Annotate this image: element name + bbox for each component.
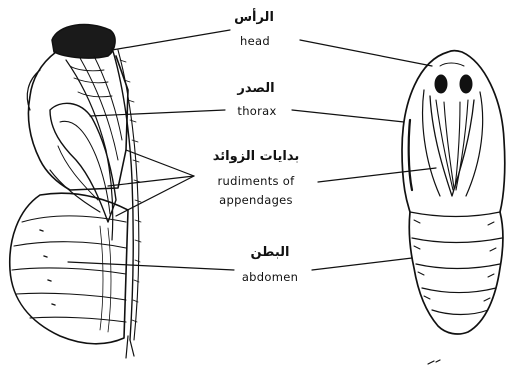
pupa-front-view xyxy=(402,51,505,335)
leader-abdomen-left xyxy=(68,262,234,270)
label-rudiments-arabic: بدايات الزوائد xyxy=(196,150,316,163)
side-thorax xyxy=(28,52,128,190)
label-thorax-arabic: الصدر xyxy=(226,82,286,95)
leader-rudiments-right xyxy=(318,168,436,182)
label-head-arabic: الرأس xyxy=(224,11,284,24)
front-eye-left xyxy=(435,75,447,93)
label-thorax-english: thorax xyxy=(224,106,290,118)
leader-head-right xyxy=(300,40,432,66)
leader-head-left xyxy=(112,30,230,50)
label-head-english: head xyxy=(230,36,280,48)
side-wing-pad xyxy=(50,103,116,222)
front-eye-right xyxy=(460,75,472,93)
pupa-side-view xyxy=(10,25,141,358)
leader-thorax-right xyxy=(292,110,404,122)
label-rudiments-english-line2: appendages xyxy=(200,195,312,207)
label-abdomen-arabic: البطن xyxy=(240,246,300,259)
leader-thorax-left xyxy=(90,110,225,116)
label-abdomen-english: abdomen xyxy=(232,272,308,284)
corner-mark xyxy=(428,360,440,364)
leader-abdomen-right xyxy=(312,258,412,270)
leader-rudiments-3 xyxy=(116,176,194,216)
label-rudiments-english-line1: rudiments of xyxy=(200,176,312,188)
side-head xyxy=(52,25,115,59)
